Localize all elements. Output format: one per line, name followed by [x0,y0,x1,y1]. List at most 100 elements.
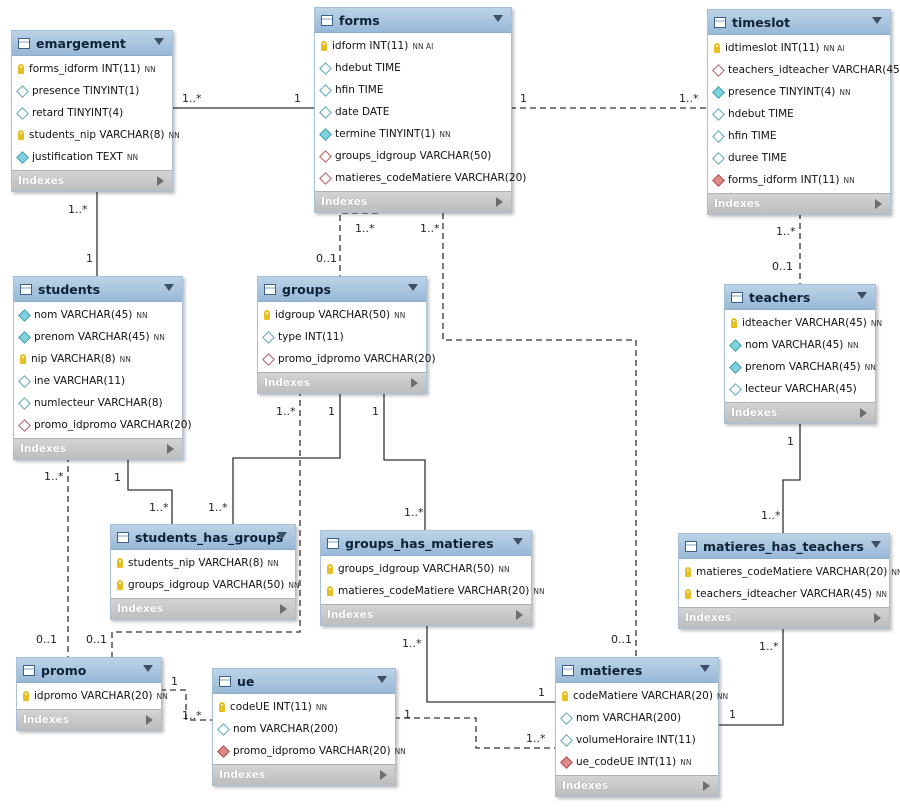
table-header[interactable]: ue [213,669,395,694]
column-row[interactable]: promo_idpromo VARCHAR(20)NN [213,740,406,762]
relationship-groups-students_has_groups[interactable] [232,390,341,524]
expand-arrow-icon[interactable] [280,604,287,614]
expand-arrow-icon[interactable] [380,770,387,780]
column-row[interactable]: hdebut TIME [315,57,511,79]
relationship-matieres_has_teachers-matieres[interactable] [717,628,784,726]
column-row[interactable]: teachers_idteacher VARCHAR(45)NN [679,583,889,605]
table-header[interactable]: teachers [725,285,875,310]
expand-arrow-icon[interactable] [703,781,710,791]
column-row[interactable]: termine TINYINT(1)NN [315,123,511,145]
expand-arrow-icon[interactable] [875,199,882,209]
expand-arrow-icon[interactable] [516,610,523,620]
column-row[interactable]: forms_idform INT(11)NN [708,169,890,191]
indexes-section[interactable]: Indexes [111,598,295,619]
column-row[interactable]: matieres_codeMatiere VARCHAR(20)NN [321,580,545,602]
collapse-caret-icon[interactable] [872,17,882,24]
column-row[interactable]: hdebut TIME [708,103,890,125]
column-row[interactable]: matieres_codeMatiere VARCHAR(20) [315,167,526,189]
collapse-caret-icon[interactable] [164,284,174,291]
collapse-caret-icon[interactable] [408,284,418,291]
relationship-groups_has_matieres-matieres[interactable] [426,625,555,703]
column-row[interactable]: codeMatiere VARCHAR(20)NN [556,685,728,707]
relationship-students-students_has_groups[interactable] [127,456,173,524]
column-row[interactable]: ine VARCHAR(11) [14,370,182,392]
column-row[interactable]: presence TINYINT(1) [12,80,172,102]
column-row[interactable]: nip VARCHAR(8)NN [14,348,182,370]
relationship-forms-matieres[interactable] [442,213,637,657]
column-row[interactable]: lecteur VARCHAR(45) [725,378,875,400]
column-row[interactable]: students_nip VARCHAR(8)NN [111,552,295,574]
expand-arrow-icon[interactable] [874,613,881,623]
indexes-section[interactable]: Indexes [725,402,875,423]
column-row[interactable]: hfin TIME [708,125,890,147]
column-row[interactable]: type INT(11) [258,326,426,348]
collapse-caret-icon[interactable] [143,665,153,672]
table-header[interactable]: promo [17,658,161,683]
column-row[interactable]: nom VARCHAR(200) [556,707,718,729]
column-row[interactable]: date DATE [315,101,511,123]
collapse-caret-icon[interactable] [857,292,867,299]
collapse-caret-icon[interactable] [277,532,287,539]
column-row[interactable]: forms_idform INT(11)NN [12,58,172,80]
table-header[interactable]: forms [315,8,511,33]
table-header[interactable]: timeslot [708,10,890,35]
column-row[interactable]: nom VARCHAR(200) [213,718,395,740]
relationship-teachers-matieres_has_teachers[interactable] [782,423,801,533]
column-row[interactable]: numlecteur VARCHAR(8) [14,392,182,414]
column-row[interactable]: idgroup VARCHAR(50)NN [258,304,426,326]
collapse-caret-icon[interactable] [513,538,523,545]
column-row[interactable]: groups_idgroup VARCHAR(50) [315,145,511,167]
collapse-caret-icon[interactable] [154,38,164,45]
table-header[interactable]: matieres_has_teachers [679,534,889,559]
relationship-forms-groups[interactable] [339,212,378,276]
indexes-section[interactable]: Indexes [258,372,426,393]
column-row[interactable]: idteacher VARCHAR(45)NN [725,312,882,334]
indexes-section[interactable]: Indexes [17,709,161,730]
table-header[interactable]: matieres [556,658,718,683]
indexes-section[interactable]: Indexes [679,607,889,628]
collapse-caret-icon[interactable] [493,15,503,22]
expand-arrow-icon[interactable] [411,378,418,388]
column-row[interactable]: duree TIME [708,147,890,169]
column-row[interactable]: codeUE INT(11)NN [213,696,395,718]
column-row[interactable]: retard TINYINT(4) [12,102,172,124]
column-row[interactable]: students_nip VARCHAR(8)NN [12,124,180,146]
relationship-groups-groups_has_matieres[interactable] [383,390,426,530]
expand-arrow-icon[interactable] [860,408,867,418]
expand-arrow-icon[interactable] [496,197,503,207]
column-row[interactable]: promo_idpromo VARCHAR(20) [258,348,436,370]
indexes-section[interactable]: Indexes [14,438,182,459]
column-row[interactable]: teachers_idteacher VARCHAR(45) [708,59,900,81]
column-row[interactable]: nom VARCHAR(45)NN [14,304,182,326]
column-row[interactable]: idtimeslot INT(11)NN AI [708,37,890,59]
indexes-section[interactable]: Indexes [321,604,531,625]
column-row[interactable]: ue_codeUE INT(11)NN [556,751,718,773]
table-header[interactable]: groups [258,277,426,302]
expand-arrow-icon[interactable] [167,444,174,454]
column-row[interactable]: prenom VARCHAR(45)NN [14,326,182,348]
column-row[interactable]: groups_idgroup VARCHAR(50)NN [321,558,531,580]
collapse-caret-icon[interactable] [700,665,710,672]
indexes-section[interactable]: Indexes [315,191,511,212]
relationship-groups-promo[interactable] [111,390,301,657]
column-row[interactable]: nom VARCHAR(45)NN [725,334,875,356]
column-row[interactable]: hfin TIME [315,79,511,101]
expand-arrow-icon[interactable] [157,176,164,186]
column-row[interactable]: idpromo VARCHAR(20)NN [17,685,168,707]
column-row[interactable]: volumeHoraire INT(11) [556,729,718,751]
indexes-section[interactable]: Indexes [708,193,890,214]
indexes-section[interactable]: Indexes [12,170,172,191]
table-header[interactable]: emargement [12,31,172,56]
